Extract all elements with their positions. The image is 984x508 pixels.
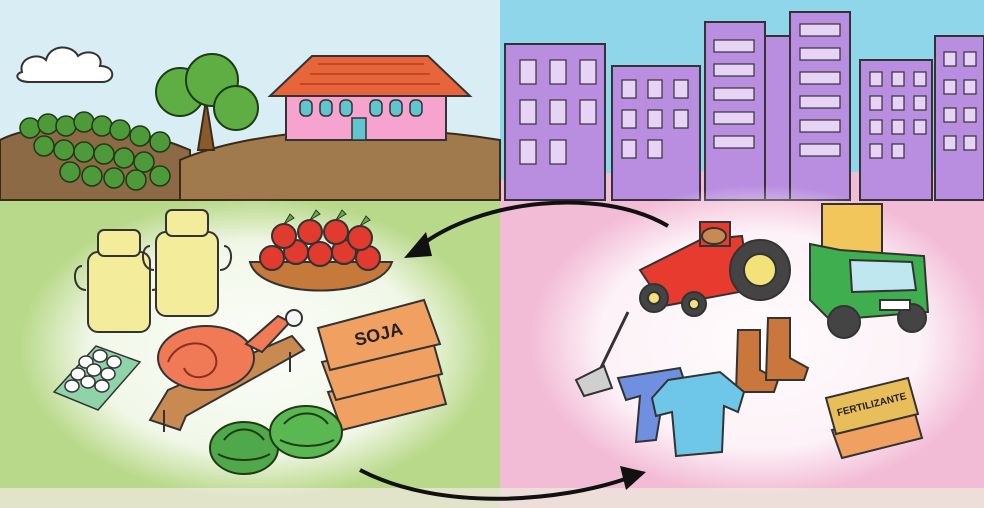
farmhouse bbox=[270, 56, 470, 140]
cabbage-icon bbox=[270, 406, 342, 458]
cabbage-icon bbox=[210, 422, 278, 474]
building-7 bbox=[935, 36, 984, 200]
